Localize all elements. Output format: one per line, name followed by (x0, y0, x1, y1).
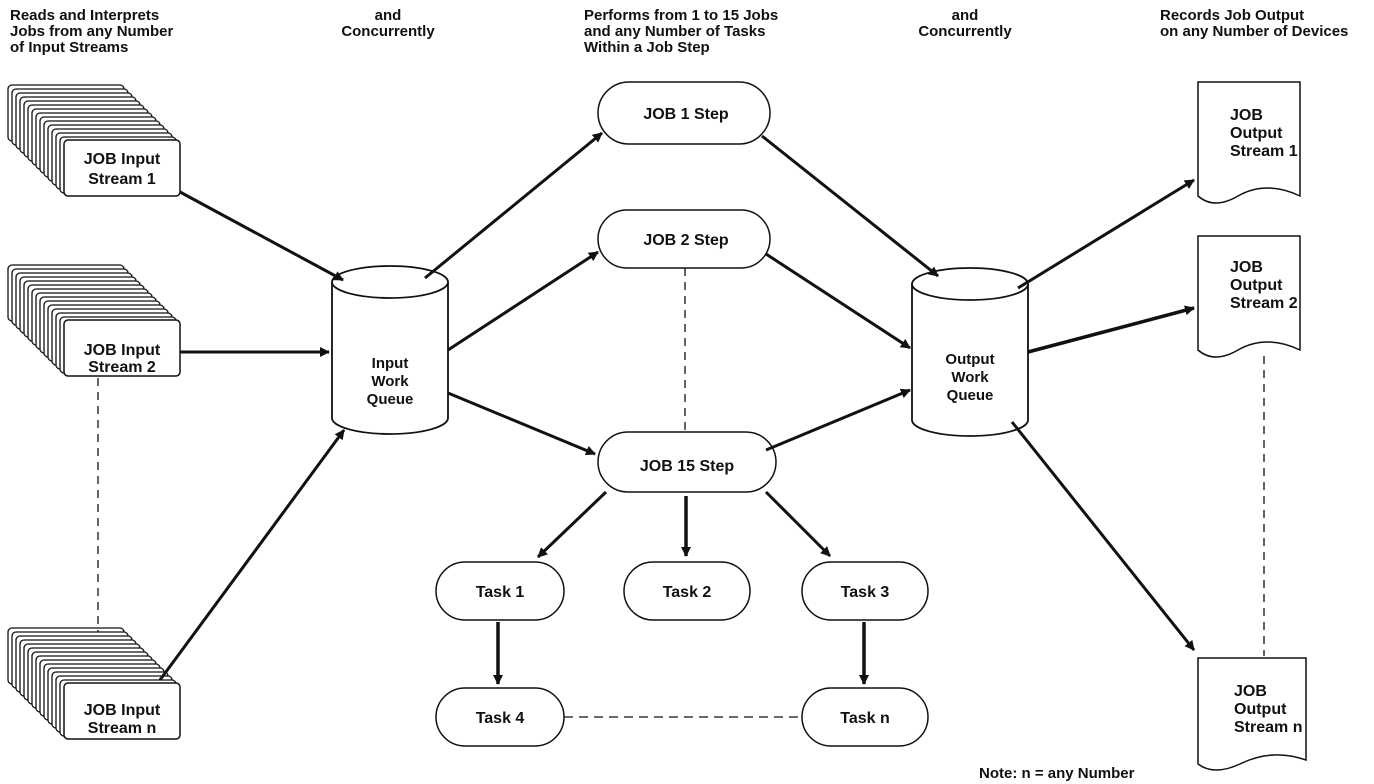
job-step-1: JOB 1 Step (597, 81, 771, 145)
input-stream-label: JOB Input (84, 151, 161, 168)
flow-arrows (158, 131, 1196, 685)
output-stream-label: JOB (1230, 259, 1263, 276)
header-concurrently-2: and Concurrently (918, 7, 1012, 40)
arrow-job2-to-output-queue (765, 252, 911, 350)
output-stream-label: Output (1230, 277, 1283, 294)
output-work-queue: Output Work Queue (911, 267, 1029, 437)
output-stream-label: Stream 1 (1230, 143, 1298, 160)
output-stream-label: JOB (1234, 683, 1267, 700)
arrow-input-queue-to-job15 (447, 391, 596, 456)
arrow-job15-to-task3 (764, 490, 832, 558)
task-3: Task 3 (801, 561, 929, 621)
input-stream-label: Stream n (88, 720, 156, 737)
header-records-output: Records Job Output on any Number of Devi… (1160, 7, 1349, 40)
task-4: Task 4 (435, 687, 565, 747)
job-step-15: JOB 15 Step (597, 431, 777, 493)
job-step-label: JOB 2 Step (643, 232, 729, 249)
header-input-streams: Reads and Interprets Jobs from any Numbe… (10, 7, 174, 56)
input-queue-label: Queue (367, 391, 414, 408)
input-queue-label: Work (371, 373, 409, 390)
task-label: Task n (840, 710, 890, 727)
output-stream-label: JOB (1230, 107, 1263, 124)
task-label: Task 1 (476, 584, 525, 601)
input-stream-deck-1: JOB Input Stream 1 (7, 84, 181, 197)
task-label: Task 4 (476, 710, 525, 727)
arrow-output-queue-to-stream2 (1027, 305, 1195, 354)
task-n: Task n (801, 687, 929, 747)
job-step-label: JOB 15 Step (640, 458, 734, 475)
input-stream-card-2 (63, 319, 181, 377)
input-stream-label: JOB Input (84, 702, 161, 719)
job-step-label: JOB 1 Step (643, 106, 729, 123)
task-1: Task 1 (435, 561, 565, 621)
footnote: Note: n = any Number (979, 765, 1135, 782)
input-stream-label: Stream 2 (88, 359, 156, 376)
input-stream-label: JOB Input (84, 342, 161, 359)
task-label: Task 2 (663, 584, 712, 601)
header-concurrently-1: and Concurrently (341, 7, 435, 40)
job-step-2: JOB 2 Step (597, 209, 771, 269)
output-queue-label: Work (951, 369, 989, 386)
input-stream-deck-2: JOB Input Stream 2 (7, 264, 181, 377)
input-queue-label: Input (372, 355, 409, 372)
output-stream-2: JOB Output Stream 2 (1197, 235, 1301, 358)
output-stream-label: Stream n (1234, 719, 1302, 736)
input-stream-card-1 (63, 139, 181, 197)
arrow-job15-to-output-queue (765, 388, 911, 452)
arrow-output-queue-to-stream1 (1017, 178, 1195, 290)
output-stream-label: Output (1230, 125, 1283, 142)
output-stream-n: JOB Output Stream n (1197, 657, 1307, 771)
input-stream-deck-n: JOB Input Stream n (7, 627, 181, 740)
arrow-job15-to-task1 (536, 490, 608, 559)
task-2: Task 2 (623, 561, 751, 621)
input-stream-card-n (63, 682, 181, 740)
arrow-streamn-to-input-queue (158, 429, 346, 681)
output-stream-label: Stream 2 (1230, 295, 1298, 312)
task-label: Task 3 (841, 584, 890, 601)
output-stream-1: JOB Output Stream 1 (1197, 81, 1301, 204)
output-queue-label: Output (945, 351, 994, 368)
arrow-job1-to-output-queue (761, 134, 939, 278)
input-work-queue: Input Work Queue (331, 265, 449, 435)
header-performs-jobs: Performs from 1 to 15 Jobs and any Numbe… (584, 7, 779, 56)
output-queue-label: Queue (947, 387, 994, 404)
arrow-input-queue-to-job1 (424, 131, 603, 280)
output-stream-label: Output (1234, 701, 1287, 718)
arrow-stream1-to-input-queue (179, 190, 344, 282)
arrow-input-queue-to-job2 (447, 250, 599, 352)
input-stream-label: Stream 1 (88, 171, 156, 188)
arrow-output-queue-to-streamn (1010, 421, 1196, 651)
